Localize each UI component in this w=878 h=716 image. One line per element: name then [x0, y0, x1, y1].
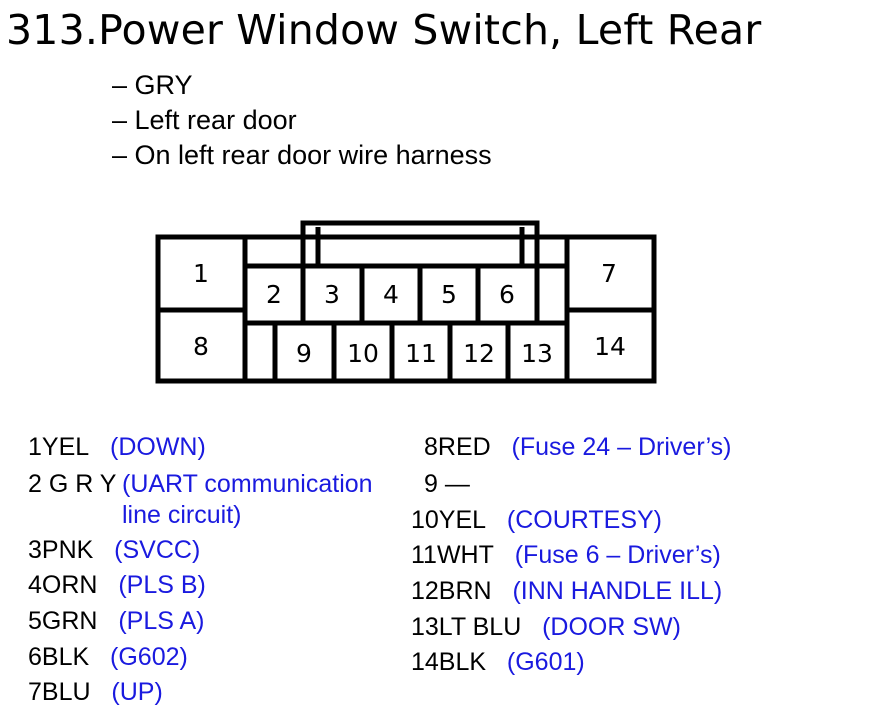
pin-label: 12: [463, 339, 495, 368]
pin-description: (DOOR SW): [542, 613, 681, 641]
pin-description: (G601): [506, 648, 585, 676]
pin-description: (UART communication line circuit): [122, 470, 373, 529]
pin-wire-code: 14BLK: [411, 648, 487, 676]
connector-latch: [300, 220, 540, 269]
pin-wire-code: 13LT BLU: [411, 613, 522, 641]
pin-label: 10: [347, 339, 379, 368]
pin-wire-code: 3PNK: [28, 536, 94, 564]
pin-label: 9: [296, 339, 312, 368]
pin-row: 14BLK (G601): [411, 647, 585, 677]
pin-label: 14: [594, 332, 626, 361]
pin-row: 9 —: [424, 469, 470, 499]
pin-description: (INN HANDLE ILL): [512, 577, 723, 605]
pin-row: 5GRN (PLS A): [28, 606, 204, 636]
pin-wire-code: 4ORN: [28, 571, 98, 599]
pin-label: 6: [499, 280, 515, 309]
pin-wire-code: 9 —: [424, 470, 470, 498]
pin-label: 2: [266, 280, 282, 309]
pin-row: 10YEL (COURTESY): [411, 505, 662, 535]
pin-label: 3: [324, 280, 340, 309]
pin-label: 4: [383, 280, 399, 309]
pin-wire-code: 1YEL: [28, 433, 90, 461]
pin-description: (Fuse 6 – Driver’s): [514, 541, 721, 569]
pin-label: 5: [441, 280, 457, 309]
pin-description: (G602): [110, 643, 188, 671]
pin-row: 11WHT (Fuse 6 – Driver’s): [411, 540, 721, 570]
connector-info-list: – GRY – Left rear door – On left rear do…: [112, 68, 492, 173]
page-title: 313.Power Window Switch, Left Rear: [6, 6, 762, 54]
pin-row: 8RED (Fuse 24 – Driver’s): [424, 432, 732, 462]
pin-wire-code: 6BLK: [28, 643, 90, 671]
pin-wire-code: 8RED: [424, 433, 491, 461]
connector-harness: – On left rear door wire harness: [112, 140, 492, 170]
pin-wire-code: 10YEL: [411, 506, 487, 534]
pin-row: 3PNK (SVCC): [28, 535, 200, 565]
pin-description: (SVCC): [114, 536, 201, 564]
pin-description: (Fuse 24 – Driver’s): [511, 433, 732, 461]
pin-wire-code: 2 G R Y: [28, 470, 117, 498]
pin-wire-code: 11WHT: [411, 541, 494, 569]
pin-wire-code: 5GRN: [28, 607, 98, 635]
pin-label: 8: [193, 332, 209, 361]
connector-color: – GRY: [112, 70, 193, 100]
pin-row: 4ORN (PLS B): [28, 570, 206, 600]
pin-row: 6BLK (G602): [28, 642, 188, 672]
pin-row: 1YEL (DOWN): [28, 432, 206, 462]
pin-row: 7BLU (UP): [28, 677, 163, 707]
pin-description: (PLS B): [118, 571, 206, 599]
pin-row: 13LT BLU (DOOR SW): [411, 612, 681, 642]
pin-label: 11: [405, 339, 437, 368]
pin-row: 12BRN (INN HANDLE ILL): [411, 576, 722, 606]
pin-description: (PLS A): [118, 607, 205, 635]
connector-location: – Left rear door: [112, 105, 297, 135]
pin-label: 13: [521, 339, 553, 368]
pin-description: (COURTESY): [506, 506, 663, 534]
pin-label: 1: [193, 259, 209, 288]
pin-description: (UP): [111, 678, 163, 706]
pin-description: (DOWN): [110, 433, 206, 461]
pin-wire-code: 7BLU: [28, 678, 91, 706]
pin-wire-code: 12BRN: [411, 577, 492, 605]
pin-label: 7: [601, 259, 617, 288]
pin-row: 2 G R Y: [28, 469, 116, 499]
